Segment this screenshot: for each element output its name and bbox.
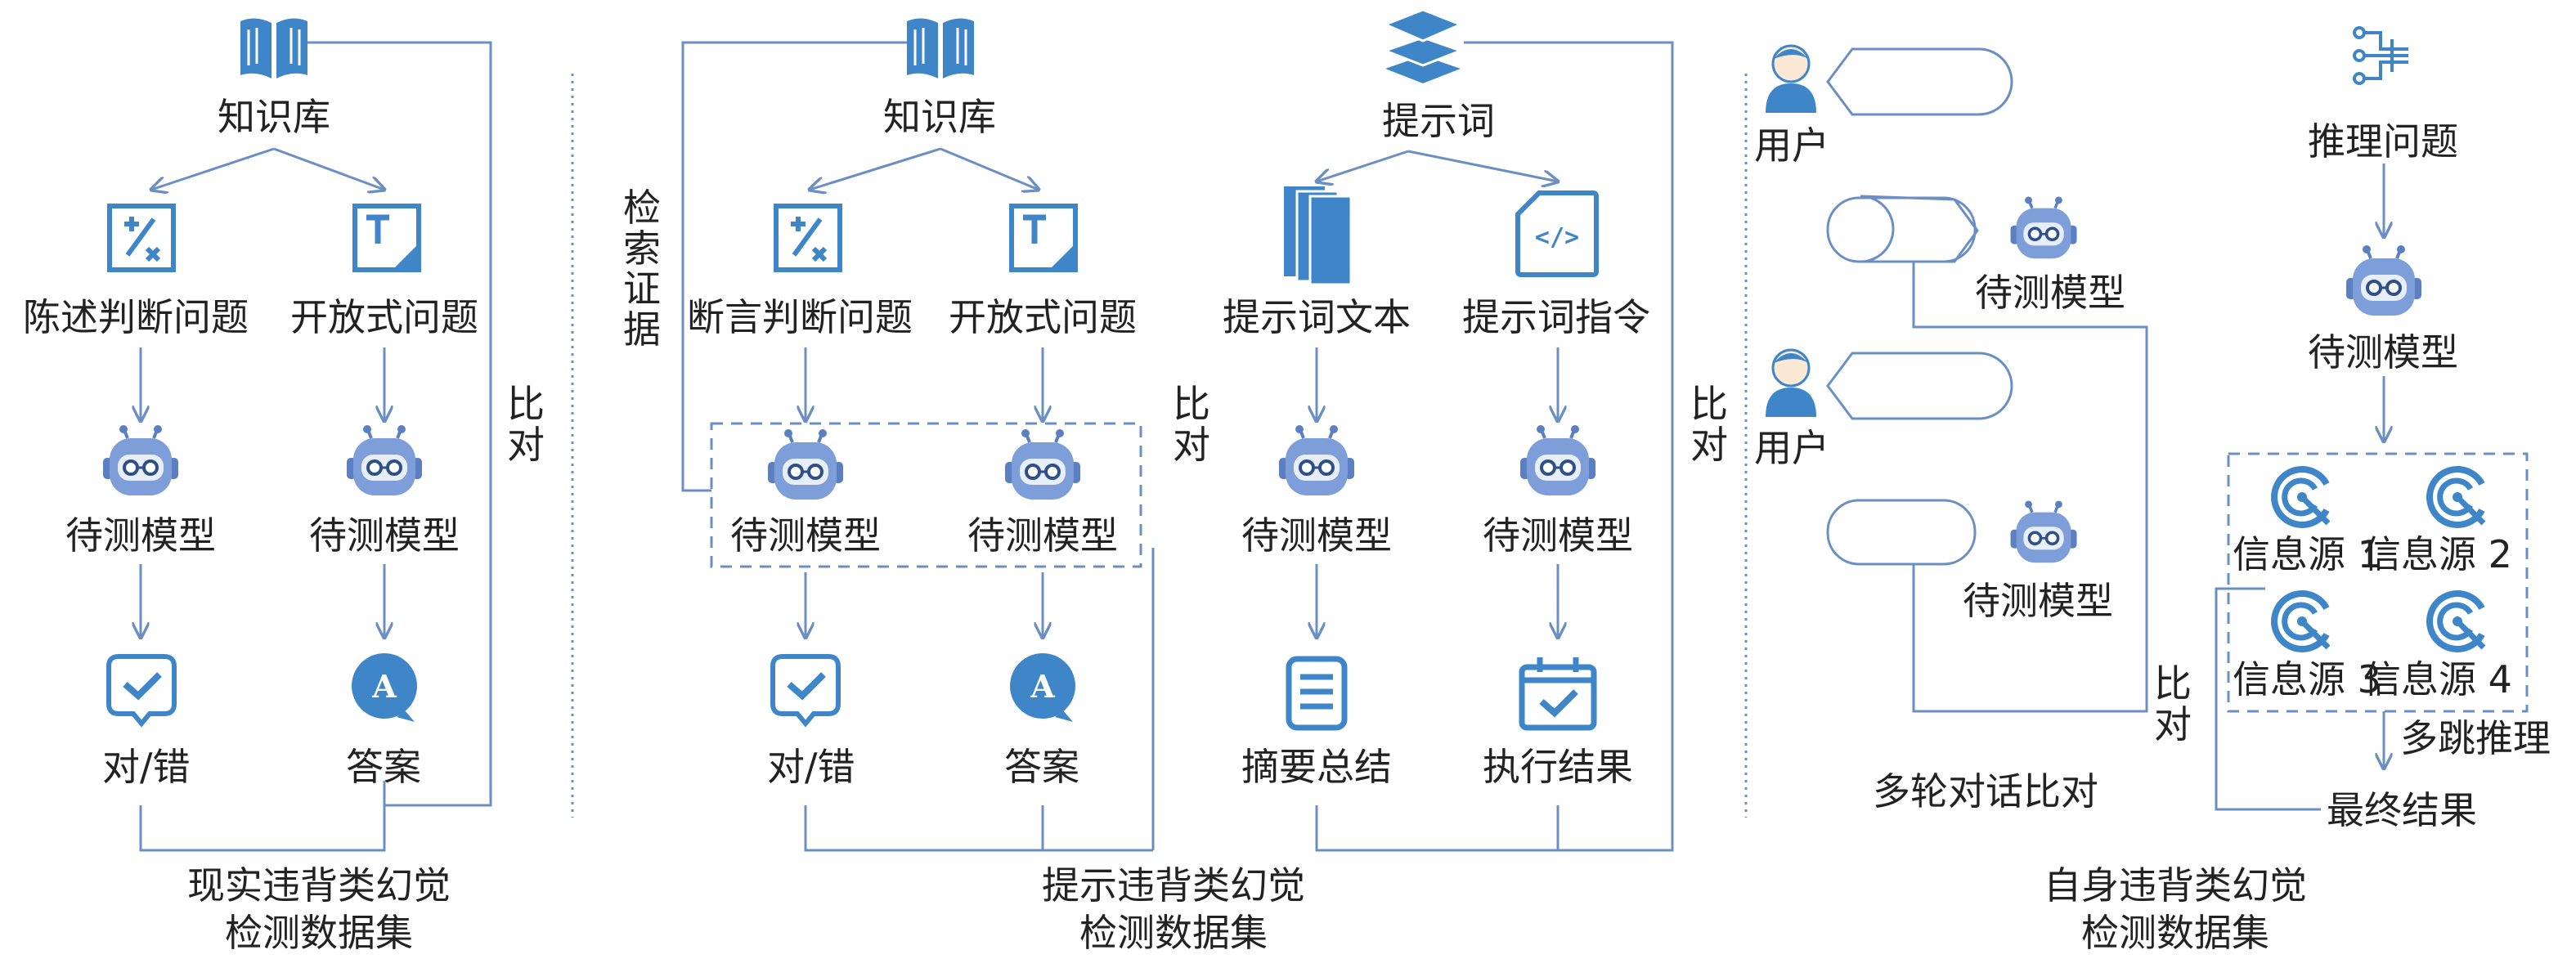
model-label: 待测模型 (1975, 271, 2125, 315)
info-source-icon (2426, 590, 2486, 652)
calendar-check-icon (1519, 657, 1597, 731)
user-label: 用户 (1754, 123, 1829, 168)
robot-icon (1520, 425, 1595, 495)
compare-label: 比对 (1173, 382, 1210, 467)
answer-label: 答案 (1004, 745, 1079, 789)
layers-icon (1382, 8, 1464, 83)
open-question-label: 开放式问题 (290, 295, 478, 339)
judgement-question-icon (774, 204, 842, 272)
book-icon (240, 18, 307, 79)
retrieval-evidence-label: 检索证据 (623, 186, 661, 352)
info-source-label: 信息源 4 (2363, 657, 2512, 701)
open-question-label: 开放式问题 (949, 295, 1137, 339)
robot-icon (1005, 429, 1080, 500)
summary-label: 摘要总结 (1241, 745, 1392, 789)
checkmark-bubble-icon (106, 654, 177, 728)
info-source-label: 信息源 3 (2233, 657, 2381, 701)
execution-result-label: 执行结果 (1483, 745, 1633, 789)
model-label: 待测模型 (309, 513, 460, 558)
book-icon (907, 18, 974, 79)
dataset-caption: 提示违背类幻觉 检测数据集 (1042, 863, 1305, 955)
model-label: 待测模型 (1963, 579, 2113, 623)
svg-text:</>: </> (1535, 223, 1579, 252)
compare-label: 比对 (507, 382, 545, 467)
true-false-label: 对/错 (767, 745, 855, 789)
code-icon: </> (1515, 190, 1599, 277)
model-label: 待测模型 (2308, 330, 2458, 374)
info-source-label: 信息源 2 (2363, 532, 2512, 576)
circuit-icon (2353, 26, 2408, 85)
model-label: 待测模型 (1241, 513, 1392, 558)
compare-label: 比对 (2154, 661, 2192, 746)
prompt-text-label: 提示词文本 (1223, 295, 1411, 339)
compare-label: 比对 (1690, 382, 1728, 467)
robot-icon (1279, 425, 1354, 495)
info-source-label: 信息源 1 (2233, 532, 2381, 576)
text-question-icon (352, 204, 421, 272)
kb-label: 知识库 (218, 95, 330, 139)
prompt-instruction-label: 提示词指令 (1462, 295, 1650, 339)
robot-icon (2346, 245, 2421, 316)
robot-icon (347, 425, 422, 495)
answer-label: 答案 (346, 745, 421, 789)
multihop-reasoning-label: 多跳推理 (2400, 716, 2551, 760)
robot-icon (2010, 500, 2077, 563)
robot-icon (103, 425, 178, 495)
svg-text:A: A (1030, 668, 1055, 705)
info-source-icon (2271, 466, 2331, 528)
robot-icon (2010, 196, 2077, 259)
model-label: 待测模型 (1483, 513, 1633, 558)
assertion-question-label: 断言判断问题 (687, 295, 913, 339)
judgement-question-icon (107, 204, 176, 272)
info-source-icon (2426, 466, 2486, 528)
answer-bubble-icon: A (1010, 653, 1075, 722)
svg-text:A: A (371, 668, 397, 705)
info-source-icon (2271, 590, 2331, 652)
prompt-label: 提示词 (1382, 99, 1495, 143)
model-label: 待测模型 (65, 513, 216, 558)
kb-label: 知识库 (883, 95, 996, 139)
checkmark-bubble-icon (770, 654, 841, 728)
reasoning-question-label: 推理问题 (2308, 119, 2458, 164)
list-document-icon (1286, 656, 1348, 731)
dataset-caption: 现实违背类幻觉 检测数据集 (187, 863, 451, 955)
user-label: 用户 (1754, 426, 1829, 470)
dataset-caption: 自身违背类幻觉 检测数据集 (2044, 863, 2307, 955)
robot-icon (768, 429, 843, 500)
multi-turn-compare-label: 多轮对话比对 (1873, 769, 2098, 813)
model-label: 待测模型 (967, 513, 1118, 558)
answer-bubble-icon: A (352, 653, 417, 722)
true-false-label: 对/错 (102, 745, 191, 789)
statement-question-label: 陈述判断问题 (23, 295, 249, 339)
user-avatar-icon (1766, 348, 1816, 417)
final-result-label: 最终结果 (2327, 788, 2477, 832)
documents-icon (1284, 186, 1353, 286)
user-avatar-icon (1766, 44, 1816, 113)
model-label: 待测模型 (730, 513, 881, 558)
text-question-icon (1009, 204, 1078, 272)
